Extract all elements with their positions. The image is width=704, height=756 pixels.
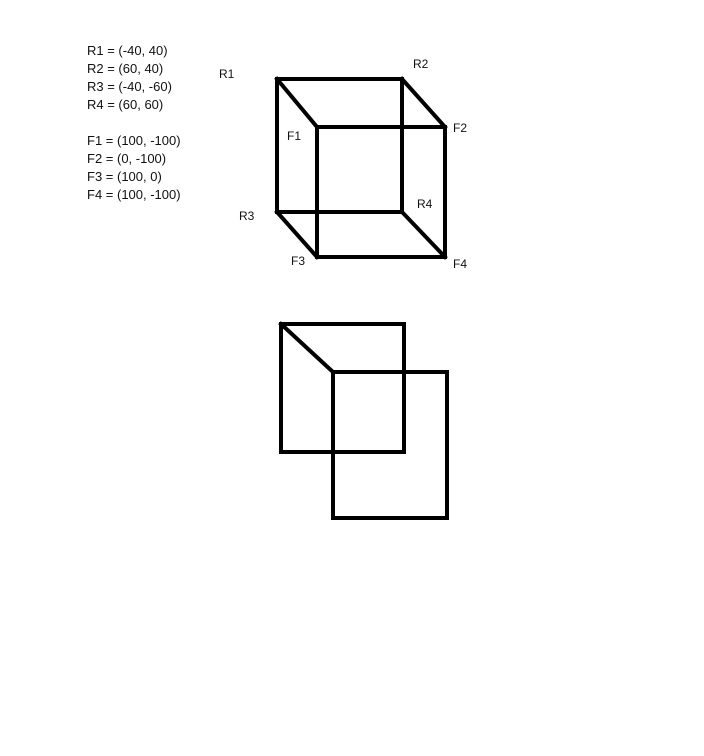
coord-r4: R4 = (60, 60) <box>87 97 164 112</box>
label-f1: F1 <box>287 129 302 143</box>
coord-f2: F2 = (0, -100) <box>87 151 167 166</box>
wireframe-cube <box>274 76 448 260</box>
label-r4: R4 <box>417 197 433 211</box>
coord-f1: F1 = (100, -100) <box>87 133 181 148</box>
front-square <box>315 125 447 259</box>
rear-square <box>275 77 404 214</box>
edge-r1-f1 <box>274 76 320 130</box>
label-r1: R1 <box>219 67 235 81</box>
edge-r3-f3 <box>274 209 320 260</box>
label-f3: F3 <box>291 254 306 268</box>
coord-r3: R3 = (-40, -60) <box>87 79 172 94</box>
rear-square-lower <box>279 322 406 454</box>
coord-f3: F3 = (100, 0) <box>87 169 162 184</box>
coord-f4: F4 = (100, -100) <box>87 187 181 202</box>
overlapping-squares <box>278 321 449 520</box>
coord-r1: R1 = (-40, 40) <box>87 43 168 58</box>
coord-r2: R2 = (60, 40) <box>87 61 164 76</box>
label-r3: R3 <box>239 209 255 223</box>
label-r2: R2 <box>413 57 429 71</box>
edge-r2-f2 <box>399 76 448 130</box>
front-square-lower <box>331 370 449 520</box>
edge-r4-f4 <box>399 209 448 260</box>
label-f2: F2 <box>453 121 468 135</box>
coordinate-list: R1 = (-40, 40) R2 = (60, 40) R3 = (-40, … <box>87 42 181 204</box>
diagonal-edge <box>278 321 336 375</box>
label-f4: F4 <box>453 257 468 271</box>
